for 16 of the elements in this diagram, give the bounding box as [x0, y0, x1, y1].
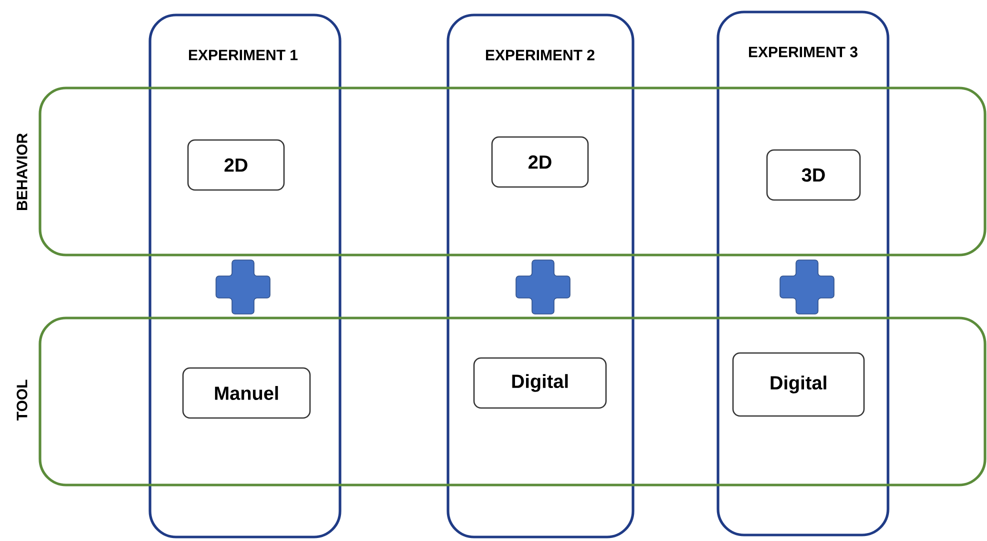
- row-heading: BEHAVIOR: [16, 133, 28, 210]
- column-box: [446, 14, 634, 538]
- column-box: [148, 14, 342, 538]
- row-box: [38, 316, 986, 486]
- label-box: Manuel: [182, 367, 311, 419]
- column-heading: EXPERIMENT 3: [749, 46, 858, 58]
- label-box: Digital: [473, 357, 607, 409]
- row-box: [38, 86, 986, 256]
- row-heading: TOOL: [16, 380, 28, 421]
- label-box: 2D: [187, 139, 285, 191]
- label-box: Digital: [732, 352, 865, 417]
- label-box: 3D: [766, 149, 861, 201]
- column-box: [716, 10, 890, 536]
- column-heading: EXPERIMENT 2: [486, 50, 594, 60]
- column-heading: EXPERIMENT 1: [189, 50, 298, 60]
- label-box: 2D: [491, 136, 589, 188]
